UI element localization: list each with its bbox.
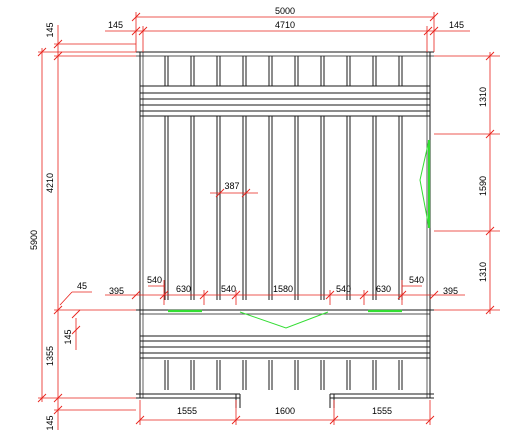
dim-1580-label: 1580 — [273, 284, 293, 294]
dim-1355-label: 1355 — [45, 346, 55, 366]
dim-beam-offset: 45 145 — [59, 281, 92, 350]
bottom-door-center — [239, 311, 329, 329]
dim-left-inner: 145 4210 1355 145 — [45, 22, 136, 431]
dim-5000-label: 5000 — [275, 6, 295, 16]
dim-1310-bottom-label: 1310 — [478, 262, 488, 282]
structure — [136, 51, 434, 408]
middle-long-bars — [164, 116, 403, 300]
dim-145-top-right-label: 145 — [449, 20, 464, 30]
lower-beam-band — [140, 335, 430, 359]
dim-395-right-label: 395 — [443, 286, 458, 296]
dim-left-overall: 5900 — [29, 47, 136, 403]
dim-1310-top-label: 1310 — [478, 87, 488, 107]
bottom-short-bars — [164, 360, 403, 390]
dim-1555-left-label: 1555 — [177, 406, 197, 416]
top-short-bars — [164, 56, 403, 86]
dim-540-mid-left-label: 540 — [221, 284, 236, 294]
dimensions: 5000 4710 145 145 5900 — [29, 6, 500, 431]
dim-540-mid-right-label: 540 — [336, 284, 351, 294]
dim-door-row: 395 540 630 540 1580 540 630 540 395 — [105, 275, 465, 305]
dim-630-left-label: 630 — [176, 284, 191, 294]
dim-1555-right-label: 1555 — [372, 406, 392, 416]
dim-bar-spacing: 387 — [210, 181, 258, 198]
dim-540-right-label: 540 — [409, 275, 424, 285]
dim-4710-label: 4710 — [275, 20, 295, 30]
dim-145-left-top-label: 145 — [45, 22, 55, 37]
dim-395-left-label: 395 — [109, 286, 124, 296]
dim-630-right-label: 630 — [376, 284, 391, 294]
right-side-door — [419, 139, 431, 229]
dim-4210-label: 4210 — [45, 173, 55, 193]
dim-540-left-label: 540 — [147, 275, 162, 285]
dim-145-left-bottom-label: 145 — [45, 415, 55, 430]
dim-5900-label: 5900 — [29, 230, 39, 250]
doors — [168, 139, 431, 329]
dim-145-top-left-label: 145 — [108, 20, 123, 30]
dim-45-label: 45 — [77, 281, 87, 291]
dim-1600-label: 1600 — [275, 406, 295, 416]
bottom-wall — [136, 393, 434, 408]
dim-1590-label: 1590 — [478, 176, 488, 196]
dim-bottom-row: 1555 1600 1555 — [135, 400, 435, 425]
dim-top-overall: 5000 — [131, 6, 439, 52]
dim-145-beam-label: 145 — [63, 329, 73, 344]
upper-beam-band — [140, 85, 430, 117]
dim-387-label: 387 — [224, 181, 239, 191]
dim-right-column: 1310 1590 1310 — [434, 51, 500, 315]
dim-top-inner: 4710 145 145 — [105, 20, 470, 52]
